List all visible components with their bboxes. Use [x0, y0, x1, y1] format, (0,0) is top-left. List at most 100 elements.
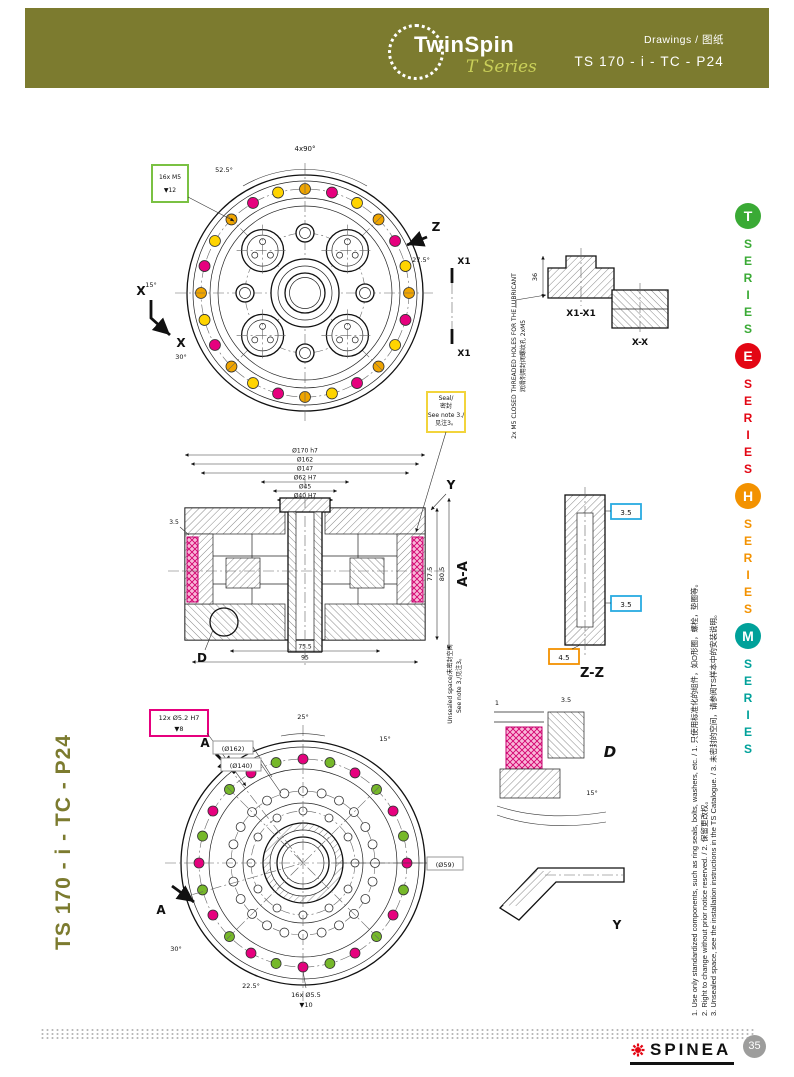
dim-label: Ø40 H7	[294, 493, 317, 500]
angle-label: 25°	[297, 713, 309, 721]
section-title-zz: Z-Z	[580, 666, 604, 681]
callout-line: 见注3。	[435, 419, 457, 427]
series-tab-t: T SERIES	[734, 203, 762, 344]
ref-dia-box: (Ø162)	[212, 740, 273, 778]
callout-line: 16x M5	[159, 174, 181, 181]
fastener-callout-box: 16x M5 ▼12	[151, 164, 235, 222]
callout-line: 16x Ø5.5	[291, 991, 321, 999]
section-title-aa: A-A	[456, 561, 471, 587]
callout-line: 12x Ø5.2 H7	[159, 714, 200, 722]
detail-marker-d: D	[197, 651, 207, 665]
dim-label: 77.5	[426, 567, 434, 581]
angle-label: 15°	[379, 735, 391, 743]
seal-left	[186, 536, 199, 603]
angle-label: 22.5°	[242, 982, 260, 990]
bottom-view: A A 12x Ø5.2 H7 ▼8 (Ø162) (Ø140) (Ø59) 2…	[149, 709, 464, 1009]
ref-dia-box: (Ø140)	[220, 757, 282, 794]
dim-label: 75.5	[298, 644, 312, 651]
spinea-gear-icon	[631, 1043, 645, 1057]
front-large-bore	[321, 224, 374, 277]
lube-note-en: 2x M5 CLOSED THREADED HOLES FOR THE LUBR…	[511, 273, 518, 439]
section-title-xx: X-X	[632, 338, 648, 348]
front-cardinal-holes	[235, 223, 375, 363]
series-t-badge: T	[735, 203, 761, 229]
callout-line: Seal/	[439, 395, 455, 402]
orange-dim-tag: 4.5	[548, 644, 581, 665]
note-3: 3. Unsealed space, see the installation …	[709, 610, 718, 1016]
angle-label: 30°	[170, 945, 182, 953]
dim-label: Ø162	[297, 457, 313, 464]
angle-label: 52.5°	[215, 166, 233, 174]
front-large-bore	[321, 309, 374, 362]
breadcrumb: Drawings / 图纸	[643, 34, 724, 46]
dim-label: (Ø140)	[230, 762, 253, 770]
page-number-badge: 35	[743, 1035, 766, 1058]
brand-name: TwinSpin	[414, 32, 515, 57]
series-m-label: SERIES	[741, 657, 755, 759]
callout-line: ▼8	[174, 725, 183, 733]
dim-label: (Ø59)	[436, 861, 454, 869]
angle-label: 27.5°	[412, 256, 430, 264]
twinspin-pearl-ring-icon	[388, 24, 444, 80]
front-large-bore	[236, 309, 289, 362]
pin-callout-box: 12x Ø5.2 H7 ▼8	[149, 709, 247, 787]
section-aa-view: Ø170 h7 Ø162 Ø147 Ø62 H7 Ø45 Ø40 H7 77	[168, 391, 471, 724]
view-y: Y	[498, 867, 625, 932]
section-marker-x1: X1	[457, 349, 470, 359]
dim-label: Ø147	[297, 466, 313, 473]
part-number: TS 170 - i - TC - P24	[574, 54, 724, 69]
twinspin-logo: TwinSpin T Series	[388, 24, 570, 80]
seal-callout-box: Seal/ 密封 See note 3./ 见注3。	[415, 391, 466, 533]
front-large-bore	[236, 224, 289, 277]
note-2: 2. Right to change without prior notice …	[699, 797, 709, 1016]
unsealed-note-en: Unsealed space/未密封空间	[446, 644, 454, 723]
series-tab-e: E SERIES	[734, 343, 762, 484]
seal-right	[411, 536, 424, 603]
detail-d-view: 1 3.5 15° D	[494, 696, 616, 827]
dim-label: 4.5	[558, 654, 569, 662]
series-e-label: SERIES	[741, 377, 755, 479]
lube-detail-views: X1-X1 36 X-X 2x M5 CLOSED THREADED HOLES…	[511, 248, 669, 439]
series-t-label: SERIES	[741, 237, 755, 339]
section-marker-a: A	[200, 736, 210, 750]
angle-label: 15°	[145, 281, 157, 289]
dim-label: Ø170 h7	[292, 448, 318, 455]
dim-label: (Ø162)	[222, 745, 245, 753]
dim-label: 36	[531, 273, 539, 281]
callout-line: 密封	[440, 402, 452, 410]
dim-label: 3.5	[620, 509, 631, 517]
callout-line: ▼10	[299, 1001, 312, 1009]
spinea-logo: SPINEA	[630, 1040, 735, 1065]
dim-label: 1	[495, 699, 499, 707]
dim-label: 95	[301, 655, 309, 662]
series-e-badge: E	[735, 343, 761, 369]
section-marker-a: A	[156, 903, 166, 917]
section-marker-x: X	[136, 284, 146, 298]
section-marker-z: Z	[432, 220, 441, 234]
header-band: TwinSpin T Series Drawings / 图纸 TS 170 -…	[25, 8, 769, 88]
view-marker-y: Y	[446, 478, 456, 492]
section-title-x1x1: X1-X1	[566, 309, 595, 319]
seal-detail	[505, 726, 543, 770]
view-title-y: Y	[612, 918, 622, 932]
side-part-title: TS 170 - i - TC - P24	[52, 734, 75, 950]
blue-dim-tag: 3.5	[605, 595, 642, 612]
series-m-badge: M	[735, 623, 761, 649]
header-meta: Drawings / 图纸 TS 170 - i - TC - P24	[575, 32, 725, 69]
detail-d-circle	[209, 607, 239, 637]
series-tab-h: H SERIES	[734, 483, 762, 624]
spinea-wordmark: SPINEA	[650, 1040, 732, 1059]
footer-dotted-band	[40, 1028, 754, 1039]
dim-label: 3.5	[169, 519, 179, 526]
series-h-badge: H	[735, 483, 761, 509]
dim-label: 3.5	[561, 696, 571, 704]
unsealed-note-cn: See note 3./见注3。	[455, 655, 463, 713]
footnotes: 1. Use only standardized components, suc…	[690, 580, 719, 1016]
angle-label: 15°	[586, 789, 598, 797]
callout-line: ▼12	[164, 187, 176, 194]
dim-label: 3.5	[620, 601, 631, 609]
section-zz-view: 3.5 3.5 4.5 Z-Z	[548, 487, 642, 681]
blue-dim-tag: 3.5	[605, 503, 642, 520]
note-1: 1. Use only standardized components, suc…	[690, 580, 699, 1016]
ref-dia-box: (Ø59)	[333, 856, 464, 871]
